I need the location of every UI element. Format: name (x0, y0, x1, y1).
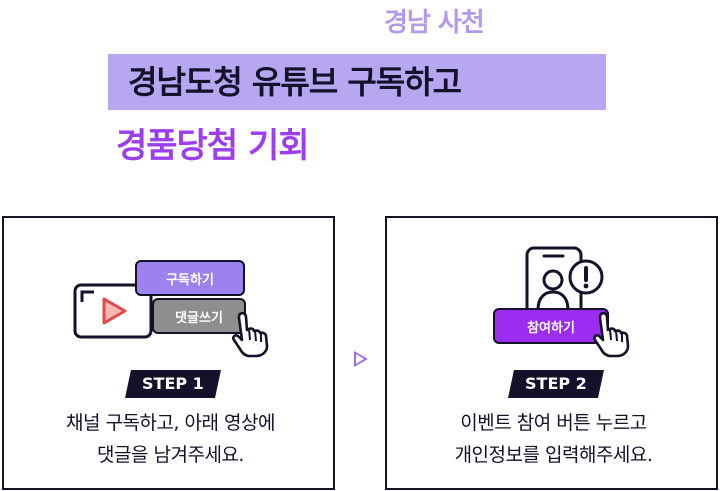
subscribe-pill[interactable]: 구독하기 (135, 260, 245, 296)
page-title: 경남도청 유튜브 구독하고 (128, 63, 462, 101)
subscribe-pill-label: 구독하기 (166, 272, 214, 288)
video-player-icon (73, 283, 153, 339)
play-arrow-icon (354, 351, 368, 367)
phone-profile-icon (525, 246, 583, 324)
title-highlight-bar (108, 54, 606, 110)
step-1-desc-line1: 채널 구독하고, 아래 영상에 (66, 412, 275, 434)
step-card-2: 참여하기 STEP 2 이벤트 참여 버튼 누르고 개인정보를 입력해주세요. (385, 216, 718, 490)
hand-pointer-icon (593, 311, 630, 358)
hand-pointer-icon (232, 311, 269, 358)
step-badge-1: STEP 1 (125, 370, 221, 398)
step-card-1: 구독하기 댓글쓰기 STEP 1 채널 구독하고, 아래 영상에 댓글을 남겨주… (2, 216, 335, 490)
comment-pill-label: 댓글쓰기 (175, 310, 223, 326)
step-2-desc-line1: 이벤트 참여 버튼 누르고 (460, 412, 647, 434)
step-2-desc-line2: 개인정보를 입력해주세요. (454, 444, 653, 466)
participate-button-label: 참여하기 (527, 320, 575, 336)
exclamation-icon (568, 259, 604, 295)
step-1-desc-line2: 댓글을 남겨주세요. (97, 444, 244, 466)
step-badge-2: STEP 2 (508, 370, 604, 398)
page-subtitle: 경품당첨 기회 (116, 126, 310, 166)
top-label: 경남 사천 (384, 8, 485, 38)
